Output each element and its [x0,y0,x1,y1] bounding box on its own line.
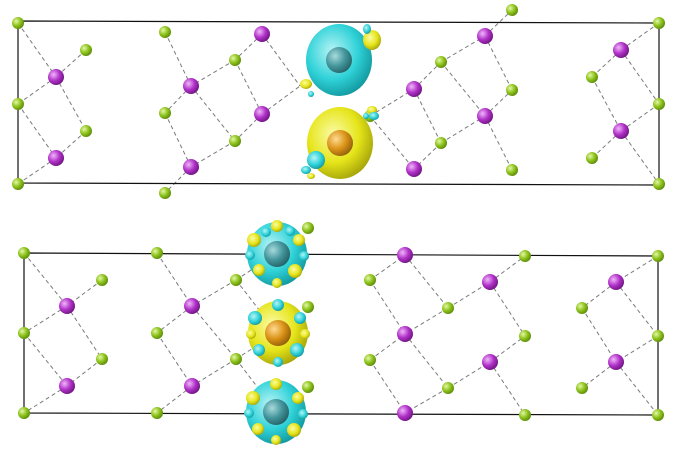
ligand-atom [586,71,598,83]
ligand-atom [80,44,92,56]
metal-atom [184,298,200,314]
bottom-isosurface-lower [244,378,308,445]
metal-atom [59,378,75,394]
metal-atom [254,106,270,122]
metal-atom [183,78,199,94]
ligand-atom [435,137,447,149]
ligand-atom [506,164,518,176]
metal-atom [184,378,200,394]
bottom-isosurface-upper [245,220,309,288]
ligand-atom [151,247,163,259]
ligand-atom [159,107,171,119]
metal-atom [477,28,493,44]
bottom-panel-bonds [23,252,659,416]
bottom-panel-atoms [18,222,664,421]
ligand-atom [230,353,242,365]
ligand-atom [442,302,454,314]
ligand-atom [96,353,108,365]
metal-atom [397,405,413,421]
top-isosurface [300,24,381,179]
dopant-atom-teal [263,399,289,425]
dopant-atom-orange [265,320,291,346]
dopant-atom-teal [264,241,290,267]
ligand-atom [159,26,171,38]
metal-atom [406,161,422,177]
ligand-atom [364,274,376,286]
bottom-unit-cell [23,252,659,416]
top-panel [12,4,665,199]
metal-atom [48,150,64,166]
ligand-atom [652,330,664,342]
ligand-atom [364,354,376,366]
metal-atom [59,298,75,314]
ligand-atom [12,178,24,190]
metal-atom [608,354,624,370]
ligand-atom [652,250,664,262]
metal-atom [397,247,413,263]
metal-atom [48,69,64,85]
ligand-atom [576,302,588,314]
metal-atom [608,274,624,290]
ligand-atom [159,187,171,199]
ligand-atom [653,178,665,190]
metal-atom [406,81,422,97]
ligand-atom [576,382,588,394]
ligand-atom [302,222,314,234]
ligand-atom [506,4,518,16]
ligand-atom [18,247,30,259]
ligand-atom [519,250,531,262]
dopant-atom-teal [326,47,352,73]
ligand-atom [96,274,108,286]
metal-atom [482,274,498,290]
ligand-atom [12,98,24,110]
metal-atom [613,42,629,58]
metal-atom [397,326,413,342]
metal-atom [477,108,493,124]
ligand-atom [230,274,242,286]
metal-atom [482,354,498,370]
ligand-atom [506,84,518,96]
bottom-isosurface-center [246,299,310,367]
ligand-atom [302,381,314,393]
ligand-atom [519,409,531,421]
ligand-atom [151,327,163,339]
ligand-atom [80,125,92,137]
top-panel-atoms [12,4,665,199]
ligand-atom [519,330,531,342]
ligand-atom [435,56,447,68]
metal-atom [183,159,199,175]
ligand-atom [18,407,30,419]
metal-atom [254,26,270,42]
ligand-atom [653,98,665,110]
ligand-atom [653,17,665,29]
ligand-atom [229,135,241,147]
ligand-atom [302,301,314,313]
bottom-panel [18,220,664,445]
ligand-atom [652,409,664,421]
ligand-atom [442,382,454,394]
ligand-atom [229,54,241,66]
dopant-atom-orange [327,130,353,156]
ligand-atom [151,407,163,419]
ligand-atom [18,327,30,339]
ligand-atom [12,17,24,29]
ligand-atom [586,152,598,164]
metal-atom [613,123,629,139]
